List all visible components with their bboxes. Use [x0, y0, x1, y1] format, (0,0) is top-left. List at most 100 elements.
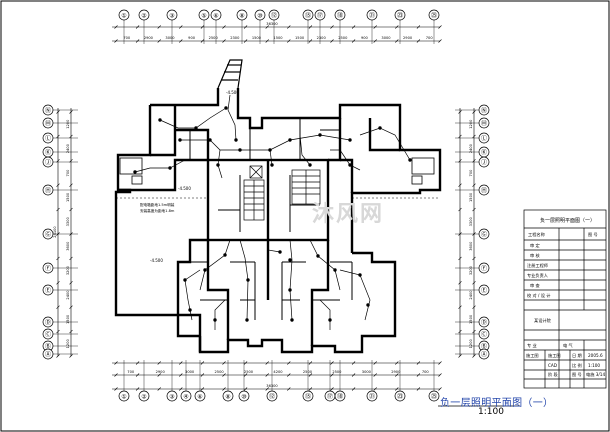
- svg-text:⑧: ⑧: [239, 12, 244, 19]
- dimension-top-segment: 900: [361, 36, 369, 40]
- dimension-left-segment: 1500: [66, 314, 70, 324]
- dimension-bottom-segment: 700: [127, 370, 135, 374]
- svg-text:②: ②: [141, 393, 147, 400]
- svg-text:Ⓔ: Ⓔ: [45, 286, 51, 294]
- dimension-bottom-segment: 2500: [244, 370, 254, 374]
- grid-bubble-left: Ⓐ: [42, 348, 54, 360]
- light-fixture: [408, 158, 412, 162]
- dimension-right-segment: 700: [469, 169, 473, 177]
- light-fixture: [245, 318, 249, 322]
- svg-text:Ⓐ: Ⓐ: [45, 350, 51, 358]
- svg-text:⑩: ⑩: [241, 393, 246, 400]
- grid-bubble-bottom: ⑱: [334, 390, 346, 402]
- grid-bubble-top: ⑱: [334, 9, 346, 21]
- svg-text:Ⓑ: Ⓑ: [45, 342, 51, 350]
- light-fixture: [366, 303, 370, 307]
- top-dimension-lines: [112, 26, 440, 390]
- building-walls: [114, 88, 442, 354]
- note-label: 配电箱距地1.5m明装: [140, 202, 175, 207]
- dimension-top-total: 36300: [266, 22, 278, 26]
- tb-date: 2005.6: [588, 353, 603, 358]
- grid-bubble-top: ⑧: [236, 9, 248, 21]
- svg-text:㉓: ㉓: [397, 11, 403, 19]
- grid-bubble-right: Ⓖ: [478, 228, 490, 240]
- dimension-right-segment: 2400: [469, 290, 473, 300]
- level-label-1: -4.500: [178, 186, 191, 191]
- side-equipment: [119, 157, 435, 185]
- light-fixture: [183, 278, 187, 282]
- tb-date-label: 日 期: [572, 353, 582, 359]
- dimension-bottom-segment: 4200: [273, 370, 283, 374]
- grid-bubble-right: Ⓐ: [478, 348, 490, 360]
- svg-text:Ⓛ: Ⓛ: [481, 134, 487, 142]
- light-fixture: [288, 288, 292, 292]
- svg-text:⑱: ⑱: [337, 11, 343, 19]
- light-fixture: [270, 163, 274, 167]
- svg-text:Ⓚ: Ⓚ: [481, 148, 487, 156]
- dimension-right-segment: 3300: [469, 217, 473, 227]
- dimension-bottom-segment: 3000: [362, 370, 372, 374]
- grid-bubble-left: Ⓛ: [42, 132, 54, 144]
- svg-text:⑤: ⑤: [201, 12, 206, 19]
- tb-row-6-label: 审 查: [530, 282, 541, 289]
- grid-bubble-bottom: ④: [180, 390, 192, 402]
- svg-text:㉑: ㉑: [369, 11, 375, 19]
- light-fixture: [203, 268, 207, 272]
- grid-bubble-bottom: ⑮: [302, 390, 314, 402]
- light-fixture: [308, 163, 312, 167]
- grid-bubble-top: ㉑: [366, 9, 378, 21]
- svg-text:⑩: ⑩: [257, 12, 262, 19]
- light-fixture: [188, 308, 192, 312]
- dimension-right-segment: 1500: [469, 314, 473, 324]
- svg-text:Ⓐ: Ⓐ: [481, 350, 487, 358]
- tb-scale-val: 1:100: [588, 363, 600, 368]
- grid-bubble-bottom: ㉓: [394, 390, 406, 402]
- svg-text:Ⓓ: Ⓓ: [481, 318, 487, 326]
- svg-text:Ⓖ: Ⓖ: [481, 230, 487, 238]
- svg-text:③: ③: [169, 393, 174, 400]
- side-dimension-lines: [57, 108, 475, 356]
- dimension-bottom-segment: 2900: [391, 370, 401, 374]
- tb-row-3-label: 审 核: [530, 252, 541, 259]
- core-stairs: [243, 165, 321, 221]
- grid-bubble-left: Ⓔ: [42, 284, 54, 296]
- grid-bubble-bottom: ⑥: [194, 390, 206, 402]
- dimension-top-segment: 900: [188, 36, 196, 40]
- partition-walls: [182, 118, 353, 320]
- svg-text:Ⓜ: Ⓜ: [481, 119, 487, 127]
- grid-bubble-top: ⑩: [254, 9, 266, 21]
- svg-text:Ⓒ: Ⓒ: [45, 330, 51, 338]
- entrance-ramp: [217, 59, 243, 89]
- svg-text:Ⓙ: Ⓙ: [481, 158, 487, 166]
- light-fixture: [223, 253, 227, 257]
- grid-bubble-bottom: ⑧: [222, 390, 234, 402]
- grid-bubble-left: Ⓝ: [42, 104, 54, 116]
- svg-text:⑫: ⑫: [271, 11, 277, 19]
- light-fixture: [268, 148, 272, 152]
- grid-bubble-top: ⑮: [302, 9, 314, 21]
- grid-bubble-top: ⑰: [314, 9, 326, 21]
- grid-bubble-top: ①: [118, 9, 130, 21]
- svg-text:Ⓝ: Ⓝ: [481, 106, 487, 114]
- tb-scale-label: 比 例: [572, 362, 582, 369]
- svg-text:㉑: ㉑: [369, 392, 375, 400]
- svg-text:Ⓔ: Ⓔ: [481, 286, 487, 294]
- dimension-top-segment: 1500: [252, 36, 262, 40]
- dimension-bottom-segment: 2500: [303, 370, 313, 374]
- svg-text:㉓: ㉓: [397, 392, 403, 400]
- grid-bubble-right: Ⓙ: [478, 156, 490, 168]
- tb-sheet-label: 图 号: [572, 372, 582, 378]
- grid-bubble-top: ⑥: [210, 9, 222, 21]
- dimension-left-segment: 1200: [66, 119, 70, 129]
- svg-text:⑰: ⑰: [327, 392, 333, 400]
- grid-bubble-bottom: ⑫: [266, 390, 278, 402]
- tb-bottom-left-1: 施工图: [526, 352, 539, 359]
- grid-bubble-right: Ⓗ: [478, 184, 490, 196]
- side-dimension-ticks: [56, 110, 476, 358]
- svg-text:⑥: ⑥: [197, 393, 202, 400]
- svg-text:Ⓗ: Ⓗ: [481, 186, 487, 194]
